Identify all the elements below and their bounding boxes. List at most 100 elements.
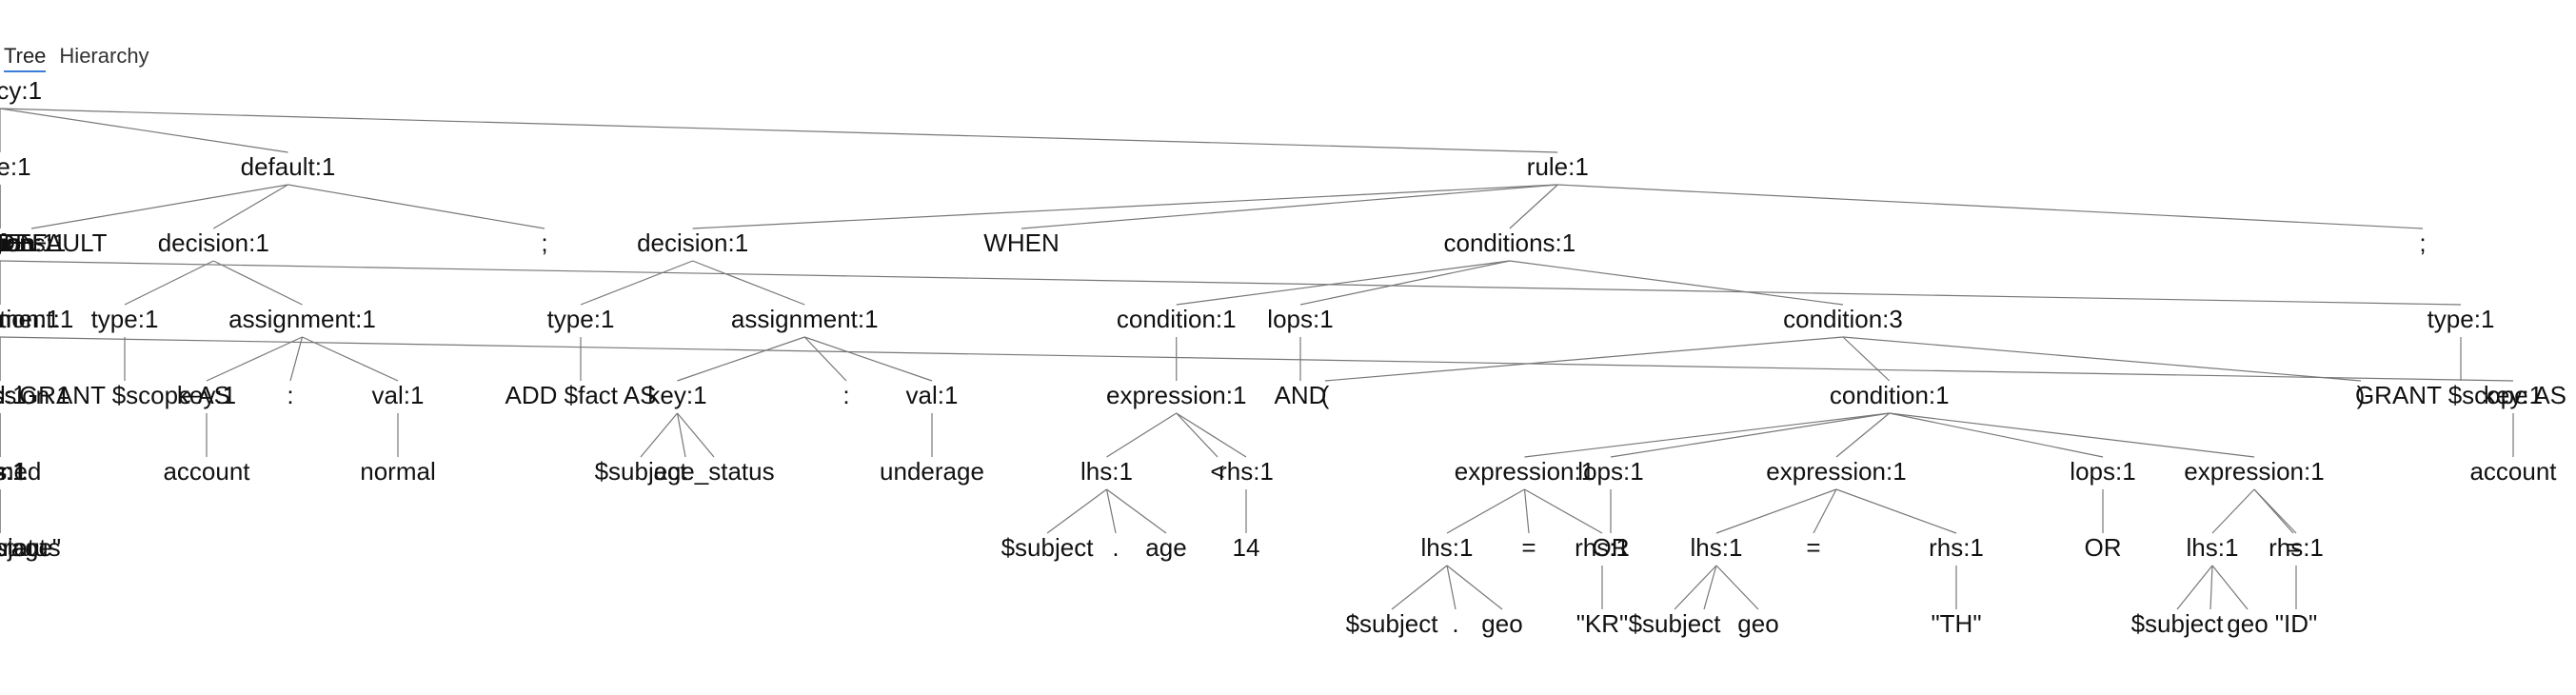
tree-node-lhs-1: lhs:1 — [2187, 533, 2239, 562]
tab-hierarchy[interactable]: Hierarchy — [59, 44, 149, 68]
tree-node-symbol: ; — [0, 228, 4, 257]
tree-node-account: account — [163, 457, 250, 486]
tree-node-condition-1: condition:1 — [1830, 381, 1950, 409]
tree-node-condition-1: condition:1 — [0, 305, 60, 333]
tree-edge — [640, 412, 678, 458]
tree-edge — [0, 108, 1558, 153]
tree-edge — [677, 412, 715, 458]
tree-node-default: DEFAULT — [0, 228, 108, 257]
tree-edge — [1046, 488, 1107, 534]
tree-edge — [1324, 336, 1844, 382]
tree-node-symbol: < — [1210, 457, 1224, 486]
tree-node-symbol: = — [1521, 533, 1536, 562]
tree-edge — [30, 184, 288, 229]
tree-node-14: 14 — [1233, 533, 1260, 562]
tree-edge — [1835, 412, 1891, 458]
tree-node-lhs-1: lhs:1 — [1080, 457, 1133, 486]
tree-node-symbol: = — [1806, 533, 1820, 562]
tree-node-decision-1: decision:1 — [0, 228, 56, 257]
tree-node-symbol: . — [2207, 609, 2213, 638]
tree-edge — [2211, 565, 2249, 610]
tree-edge — [1889, 412, 2104, 458]
tree-edge — [1106, 488, 1167, 534]
view-tabs: Tree Hierarchy — [4, 44, 149, 72]
tree-edge — [212, 184, 288, 229]
tree-edge — [1674, 565, 1717, 610]
tree-node-subject: $subject — [595, 457, 688, 486]
tree-node-symbol: ( — [1321, 381, 1330, 409]
tree-edge — [1446, 488, 1525, 534]
tree-node-age-status: age_status — [653, 457, 774, 486]
tree-node-expression-1: expression:1 — [1106, 381, 1246, 409]
tree-edge — [1715, 565, 1759, 610]
tree-node-type-1: type:1 — [91, 305, 159, 333]
tree-edge — [0, 336, 2514, 382]
tab-tree[interactable]: Tree — [4, 44, 47, 72]
tree-node-id: "ID" — [2275, 609, 2317, 638]
tree-node-or: OR — [1593, 533, 1630, 562]
tree-node-conditions-1: conditions:1 — [1443, 228, 1575, 257]
tree-edge — [1889, 412, 2255, 458]
tree-node-lhs-1: lhs:1 — [0, 457, 26, 486]
tree-edge — [1842, 336, 2362, 382]
tree-node-geo: geo — [2227, 609, 2268, 638]
tree-edge — [1176, 260, 1510, 306]
tree-node-when: WHEN — [0, 228, 38, 257]
tree-node-symbol: : — [287, 381, 293, 409]
tree-node-expression-1: expression:1 — [0, 381, 70, 409]
tree-edge — [1509, 184, 1558, 229]
tree-node-lops-1: lops:1 — [1577, 457, 1643, 486]
tree-node-rule-1: rule:1 — [1527, 152, 1589, 181]
tree-node-policy-1: policy:1 — [0, 76, 42, 105]
tree-node-conditions-1: conditions:1 — [0, 228, 66, 257]
tree-node-expression-1: expression:1 — [2184, 457, 2324, 486]
tree-edge — [1524, 412, 1890, 458]
tree-node-underage: "underage" — [0, 533, 61, 562]
tree-edge — [692, 260, 805, 306]
tree-node-symbol: : — [0, 381, 4, 409]
tree-node-grant-scope-as: GRANT $scope AS — [19, 381, 230, 409]
tree-node-key-1: key:1 — [2484, 381, 2543, 409]
tree-node-assignment-1: assignment:1 — [228, 305, 376, 333]
tree-node-add-fact-as: ADD $fact AS — [505, 381, 657, 409]
tree-edge — [289, 336, 304, 382]
tree-edge — [206, 336, 303, 382]
tree-edge — [1509, 260, 1844, 306]
tree-node-decision-1: decision:1 — [637, 228, 748, 257]
tree-node-lhs-1: lhs:1 — [1691, 533, 1743, 562]
tree-edge — [692, 184, 1558, 229]
tree-edge — [2211, 488, 2255, 534]
tree-node-lops-1: lops:1 — [1267, 305, 1333, 333]
tree-node-symbol: = — [2286, 533, 2300, 562]
tree-node-type-1: type:1 — [2427, 305, 2495, 333]
tree-node-key-1: key:1 — [647, 381, 706, 409]
tree-edge — [124, 260, 214, 306]
tree-edge — [1391, 565, 1448, 610]
tree-edge — [2176, 565, 2213, 610]
tree-node-val-1: val:1 — [372, 381, 425, 409]
tree-edge — [676, 412, 686, 458]
tree-node-rhs-1: rhs:1 — [1219, 457, 1274, 486]
tree-node-lhs-1: lhs:1 — [1421, 533, 1474, 562]
tree-node-symbol: . — [1452, 609, 1458, 638]
tree-node-val-1: val:1 — [0, 381, 26, 409]
tree-node-or: OR — [2085, 533, 2122, 562]
tree-node-when: WHEN — [983, 228, 1059, 257]
tree-node-condition-3: condition:3 — [1783, 305, 1903, 333]
tree-node-symbol: ; — [2419, 228, 2426, 257]
tree-edge — [0, 108, 288, 153]
tree-edge — [803, 336, 847, 382]
tree-node-assignment-1: assignment:1 — [0, 305, 73, 333]
tree-edge — [287, 184, 545, 229]
tree-edge — [1715, 488, 1837, 534]
tree-node-symbol: . — [682, 457, 688, 486]
tree-edge — [804, 336, 933, 382]
tree-node-symbol: ) — [2357, 381, 2366, 409]
tree-node-subject: $subject — [0, 533, 47, 562]
tree-node-lops-1: lops:1 — [2070, 457, 2135, 486]
tree-node-banned: banned — [0, 457, 41, 486]
tree-edge — [1446, 565, 1456, 610]
tree-node-expression-1: expression:1 — [1766, 457, 1906, 486]
tree-node-type-1: type:1 — [547, 305, 615, 333]
tree-node-geo: geo — [1737, 609, 1778, 638]
